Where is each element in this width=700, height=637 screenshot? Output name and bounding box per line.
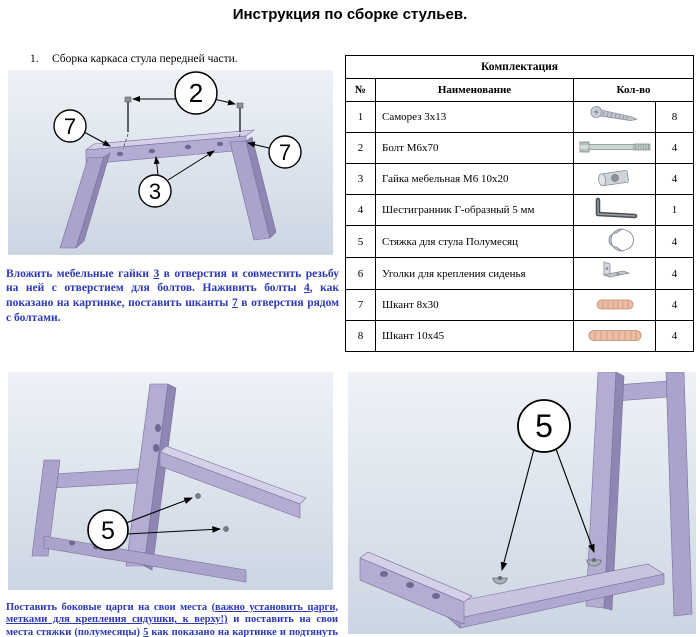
part-name: Болт М6х70: [375, 132, 574, 164]
callout-7-right-label: 7: [279, 140, 291, 165]
screw-icon: [573, 101, 656, 133]
table-row: 1 Саморез 3х13 8: [345, 101, 695, 133]
part-number: 2: [345, 132, 376, 164]
part-qty: 4: [654, 289, 695, 321]
part-name: Саморез 3х13: [375, 101, 574, 133]
part-name: Шкант 10х45: [375, 320, 574, 352]
important-note: (важно установить царги, метками для кре…: [6, 601, 338, 626]
part-ref-5: 5: [143, 626, 149, 637]
instruction-segment: Поставить боковые царги на свои места: [6, 601, 212, 613]
part-qty: 4: [654, 225, 695, 258]
table-row: 8 Шкант 10х45 4: [345, 320, 695, 352]
callout-2-label: 2: [189, 78, 203, 108]
instruction-segment: , как показано на картинке, поставить шк…: [6, 282, 339, 309]
instruction-segment: и поставить на свои места стяжки (полуме…: [6, 614, 338, 637]
part-name: Уголки для крепления сиденья: [375, 257, 574, 290]
table-row: 6 Уголки для крепления сиденья 4: [345, 257, 695, 290]
part-qty: 4: [654, 163, 695, 195]
step1-instructions: Вложить мебельные гайки 3 в отверстия и …: [6, 267, 339, 326]
part-qty: 4: [654, 257, 695, 290]
hex-key-icon: [573, 194, 656, 226]
col-header-name: Наименование: [375, 78, 574, 102]
dowel-10x45-icon: [573, 320, 656, 352]
part-number: 7: [345, 289, 376, 321]
part-qty: 8: [654, 101, 695, 133]
part-number: 1: [345, 101, 376, 133]
part-qty: 4: [654, 320, 695, 352]
step1-heading: 1. Сборка каркаса стула передней части.: [30, 53, 238, 65]
callout-3-label: 3: [149, 179, 161, 204]
step1-number: 1.: [30, 53, 39, 65]
callout-7-left-label: 7: [64, 114, 76, 139]
part-qty: 4: [654, 132, 695, 164]
half-moon-bracket-icon: [573, 225, 656, 258]
page-title: Инструкция по сборке стульев.: [232, 6, 468, 23]
part-ref-4: 4: [304, 282, 310, 295]
col-header-number: №: [345, 78, 376, 102]
col-header-qty: Кол-во: [572, 78, 695, 102]
part-ref-3: 3: [153, 267, 160, 280]
part-qty: 1: [654, 194, 695, 226]
callout-5: 5: [500, 399, 595, 572]
part-name: Шкант 8х30: [375, 289, 574, 321]
parts-table-title: Комплектация: [344, 55, 695, 79]
part-number: 5: [345, 225, 376, 258]
bolt-pin: [236, 102, 244, 140]
dowel-8x30-icon: [573, 289, 656, 321]
instruction-segment: в отверстия рядом с болтами.: [6, 296, 339, 324]
callout-5: 5: [87, 497, 222, 551]
table-row: 7 Шкант 8х30 4: [345, 289, 695, 321]
table-row: 4 Шестигранник Г-образный 5 мм 1: [345, 194, 695, 226]
step2-instructions: Поставить боковые царги на свои места (в…: [6, 602, 338, 637]
callout-2: 2: [132, 71, 236, 115]
assembled-frame-diagram: 5: [348, 372, 696, 634]
part-number: 4: [345, 194, 376, 226]
table-row: 5 Стяжка для стула Полумесяц 4: [345, 225, 695, 258]
part-ref-7: 7: [231, 296, 238, 309]
corner-bracket-icon: [573, 257, 656, 290]
instruction-segment: Вложить мебельные гайки: [6, 267, 154, 280]
table-row: 2 Болт М6х70 4: [345, 132, 695, 164]
barrel-nut-icon: [573, 163, 656, 195]
part-number: 6: [345, 257, 376, 290]
callout-7-left: 7: [53, 109, 111, 147]
instruction-segment: в отверстия и совместить резьбу на ней с…: [6, 267, 339, 295]
front-frame-diagram: 2 7 3 7: [8, 70, 333, 255]
callout-7-right: 7: [247, 135, 302, 169]
step1-heading-text: Сборка каркаса стула передней части.: [52, 53, 238, 65]
callout-5-label: 5: [535, 408, 553, 444]
bolt-icon: [573, 132, 656, 164]
bolt-pin: [122, 96, 132, 150]
callout-5-label: 5: [101, 517, 115, 545]
part-name: Гайка мебельная М6 10х20: [375, 163, 574, 195]
side-frame-diagram: 5: [8, 372, 333, 590]
part-name: Стяжка для стула Полумесяц: [375, 225, 574, 258]
part-name: Шестигранник Г-образный 5 мм: [375, 194, 574, 226]
part-number: 3: [345, 163, 376, 195]
part-number: 8: [345, 320, 376, 352]
callout-3: 3: [138, 150, 215, 208]
parts-table: Комплектация № Наименование Кол-во 1 Сам…: [344, 55, 695, 352]
table-row: 3 Гайка мебельная М6 10х20 4: [345, 163, 695, 195]
instruction-segment: как показано на картинке и подтянуть бол…: [151, 626, 338, 637]
